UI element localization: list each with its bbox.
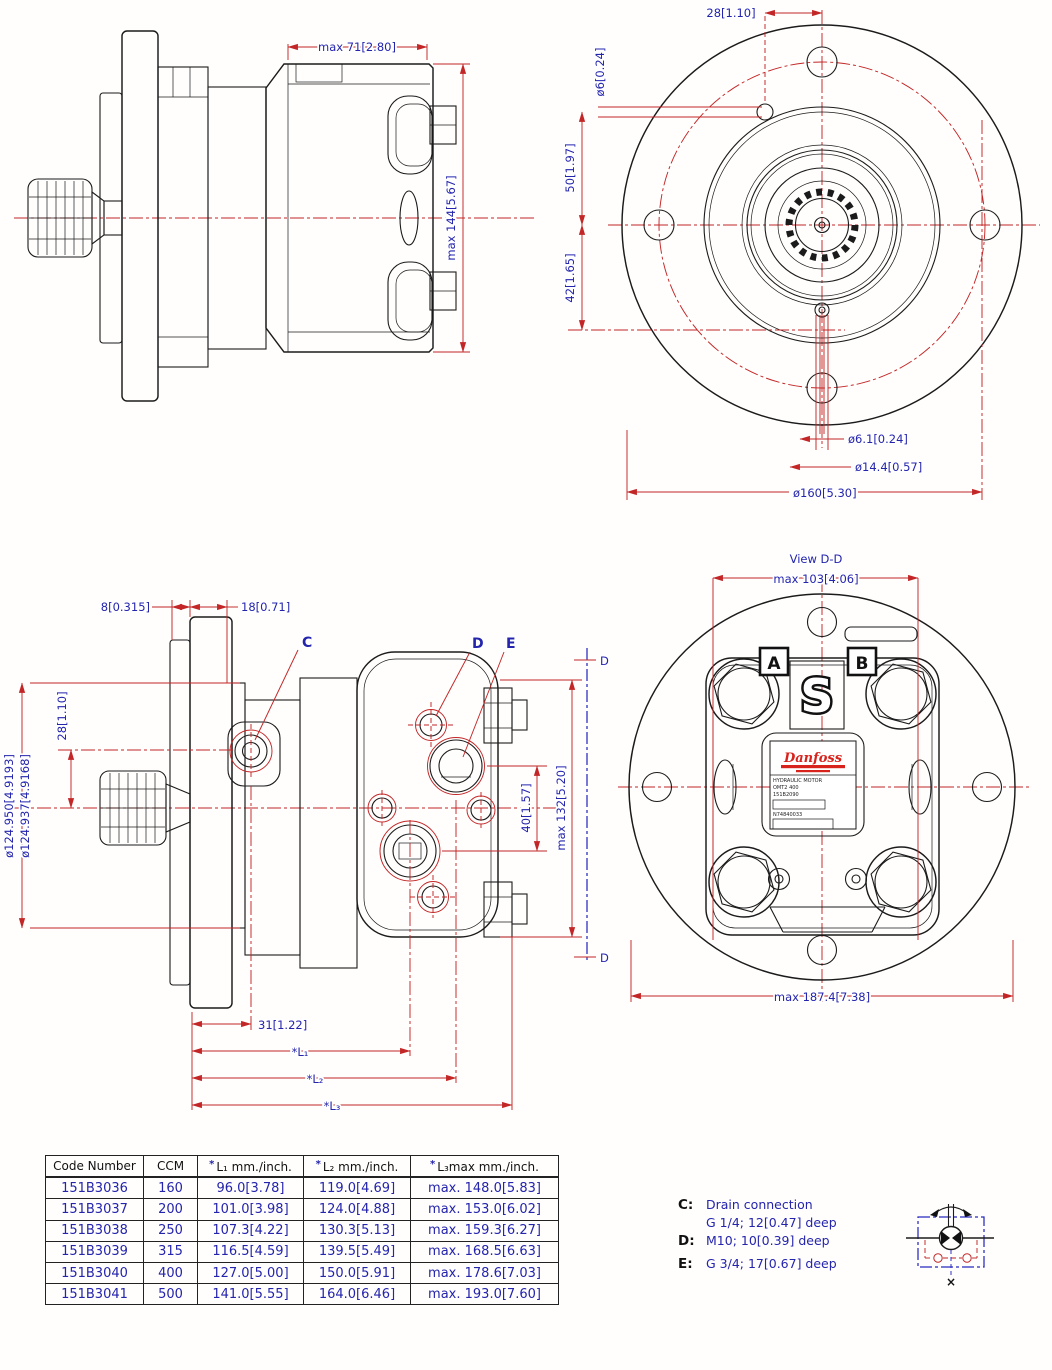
dim-28-drain: 28[1.10]: [55, 691, 69, 740]
dim-pilot-max: ø124.950[4.9193]: [2, 754, 16, 858]
view-d-d: A B S Danfoss HYDRAULIC MOTOR OMT2 400 1…: [618, 550, 1030, 1006]
col-l3: *L₃max mm./inch.: [410, 1155, 559, 1179]
spec-table: Code Number CCM *L₁ mm./inch. *L₂ mm./in…: [45, 1155, 559, 1306]
dim-max-71: max 71[2.80]: [318, 40, 396, 54]
note-e: E: G 3/4; 17[0.67] deep: [678, 1256, 837, 1272]
drain-plug-mark: ×: [946, 1275, 956, 1289]
note-c: C: Drain connection: [678, 1197, 813, 1213]
dim-42: 42[1.65]: [563, 253, 577, 302]
col-ccm: CCM: [143, 1155, 198, 1179]
dim-max-103: max 103[4.06]: [773, 572, 858, 586]
dim-max-132: max 132[5.20]: [554, 765, 568, 850]
dim-31: 31[1.22]: [258, 1018, 307, 1032]
plate-line1: HYDRAULIC MOTOR: [773, 778, 823, 784]
col-l2: *L₂ mm./inch.: [303, 1155, 411, 1179]
dim-max-187: max 187.4[7.38]: [774, 990, 870, 1004]
footnote-star: *: [209, 1158, 215, 1170]
port-label-a: A: [767, 654, 781, 674]
flange-face-view: 28[1.10] ø6[0.24] 50[1.97] 42[1.65] ø6.1…: [561, 4, 1040, 502]
section-label-d-top: D: [600, 654, 609, 668]
note-c-key: C:: [678, 1197, 694, 1213]
note-c-line2: G 1/4; 12[0.47] deep: [706, 1215, 837, 1230]
danfoss-logo: Danfoss: [783, 751, 843, 766]
note-c-line1: Drain connection: [706, 1197, 813, 1212]
table-header-row: Code Number CCM *L₁ mm./inch. *L₂ mm./in…: [45, 1155, 559, 1179]
plate-line2: OMT2 400: [773, 785, 799, 791]
dim-28-offset: 28[1.10]: [706, 6, 755, 20]
dim-18: 18[0.71]: [241, 600, 290, 614]
port-label-d: D: [472, 636, 484, 652]
port-label-b: B: [856, 654, 869, 674]
dim-l2: *L₂: [307, 1072, 324, 1086]
dim-pilot-min: ø124.937[4.9168]: [18, 754, 32, 858]
view-dd-title: View D-D: [790, 552, 843, 566]
plate-line3: 151B2090: [773, 792, 799, 798]
dim-hole-d6: ø6[0.24]: [593, 48, 607, 97]
plate-line4: N74840033: [773, 812, 802, 818]
sauer-s-logo: S: [800, 669, 833, 723]
port-label-e: E: [506, 636, 516, 652]
note-e-key: E:: [678, 1256, 693, 1272]
dim-l1: *L₁: [292, 1045, 309, 1059]
dim-40: 40[1.57]: [519, 783, 533, 832]
note-e-line: G 3/4; 17[0.67] deep: [706, 1256, 837, 1271]
note-d-key: D:: [678, 1233, 695, 1249]
col-l1: *L₁ mm./inch.: [197, 1155, 304, 1179]
side-view-section: C D E 8[0.315] 18[0.71] 28[1.10] ø124.95…: [0, 598, 611, 1115]
side-view-top: max 71[2.80] max 144[5.67]: [14, 30, 535, 402]
dim-max-144: max 144[5.67]: [444, 175, 458, 260]
dim-50: 50[1.97]: [563, 143, 577, 192]
section-label-d-bottom: D: [600, 951, 609, 965]
note-d: D: M10; 10[0.39] deep: [678, 1233, 830, 1249]
dim-8: 8[0.315]: [101, 600, 150, 614]
dim-pin-counterbore: ø14.4[0.57]: [855, 460, 922, 474]
note-c2: G 1/4; 12[0.47] deep: [706, 1215, 837, 1230]
footnote-star: *: [430, 1158, 436, 1170]
note-d-line: M10; 10[0.39] deep: [706, 1233, 830, 1248]
dim-pin-hole: ø6.1[0.24]: [848, 432, 908, 446]
hydraulic-motor-symbol: ×: [906, 1204, 994, 1289]
col-code: Code Number: [45, 1155, 144, 1179]
dim-outer-diameter: ø160[5.30]: [793, 486, 857, 500]
dim-l3: *L₃: [324, 1099, 341, 1113]
port-label-c: C: [302, 635, 312, 651]
footnote-star: *: [315, 1158, 321, 1170]
